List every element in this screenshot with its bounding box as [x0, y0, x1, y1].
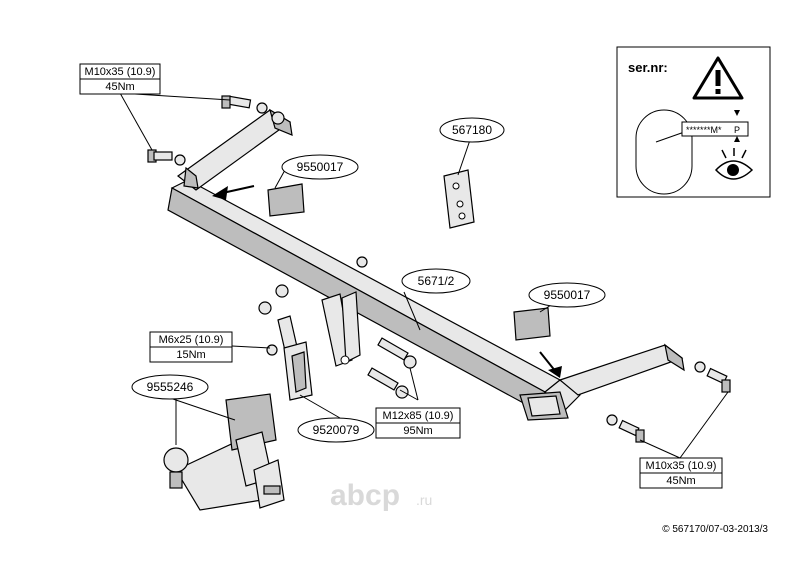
warning-icon: [692, 56, 744, 100]
part-label-pad-left: 9550017: [281, 154, 359, 180]
part-label-plate: 567180: [439, 117, 505, 143]
bolt-torque: 45Nm: [105, 81, 134, 93]
serial-title: ser.nr:: [628, 60, 668, 75]
part-label-beam: 5671/2: [401, 268, 471, 294]
plate-code: *******M*: [686, 125, 722, 135]
torque-label-center: M12x85 (10.9) 95Nm: [375, 407, 461, 439]
label-plate-part: [443, 169, 475, 229]
bolt-left: [147, 149, 186, 166]
watermark-tld: .ru: [416, 492, 432, 508]
part-label-socket: 9520079: [297, 417, 375, 443]
svg-text:9550017: 9550017: [297, 160, 344, 174]
svg-text:9550017: 9550017: [544, 288, 591, 302]
bolt-spec: M10x35 (10.9): [85, 66, 156, 78]
bolt-center: [367, 337, 417, 399]
svg-text:9520079: 9520079: [313, 423, 360, 437]
tow-ball-assembly: [163, 393, 285, 511]
pad-right: [513, 307, 551, 341]
serial-number-panel: ser.nr: *******M* P: [616, 46, 771, 198]
bolt-torque: 45Nm: [666, 475, 695, 487]
bolt-top: [221, 95, 285, 125]
svg-text:9555246: 9555246: [147, 380, 194, 394]
bolt-spec: M10x35 (10.9): [646, 460, 717, 472]
watermark: abcp .ru: [330, 479, 432, 512]
part-label-ball: 9555246: [131, 374, 209, 400]
torque-label-mid-left: M6x25 (10.9) 15Nm: [149, 331, 233, 363]
small-nuts: [258, 256, 368, 315]
copyright-text: © 567170/07-03-2013/3: [662, 524, 768, 535]
torque-label-top-left: M10x35 (10.9) 45Nm: [79, 63, 161, 95]
torque-label-right: M10x35 (10.9) 45Nm: [639, 457, 723, 489]
plate-suffix: P: [734, 125, 740, 135]
towbar-beam: [167, 108, 685, 421]
arrows: [212, 185, 562, 378]
part-label-pad-right: 9550017: [528, 282, 606, 308]
bolt-spec: M12x85 (10.9): [383, 410, 454, 422]
bolt-torque: 95Nm: [403, 425, 432, 437]
socket-bracket: [266, 315, 313, 401]
bolt-torque: 15Nm: [176, 349, 205, 361]
pad-left: [267, 183, 305, 217]
bolt-right: [606, 361, 731, 443]
svg-text:5671/2: 5671/2: [418, 274, 455, 288]
bolt-spec: M6x25 (10.9): [159, 334, 224, 346]
eye-icon: [714, 148, 754, 180]
watermark-brand: abcp: [330, 479, 400, 512]
svg-text:567180: 567180: [452, 123, 492, 137]
